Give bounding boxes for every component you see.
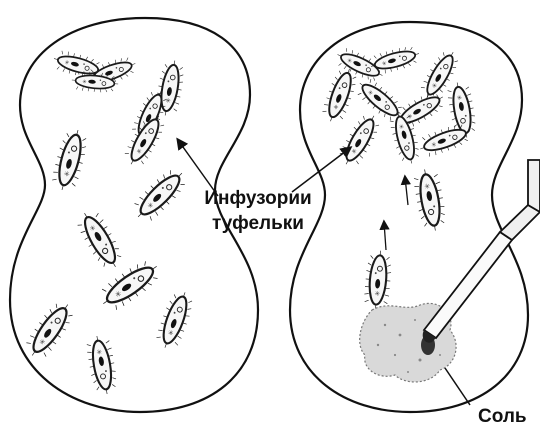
left-paramecia bbox=[22, 49, 197, 397]
movement-arrow bbox=[384, 222, 386, 250]
paramecium-label-line1: Инфузории bbox=[204, 188, 311, 209]
salt-pointer bbox=[445, 368, 470, 405]
movement-arrow bbox=[405, 177, 408, 205]
paramecium-label-line2: туфельки bbox=[212, 213, 304, 234]
salt-label: Соль bbox=[478, 406, 527, 427]
right-paramecia bbox=[319, 44, 478, 311]
paramecium-pointer-right bbox=[292, 148, 350, 192]
glass-rod-icon bbox=[423, 160, 540, 343]
